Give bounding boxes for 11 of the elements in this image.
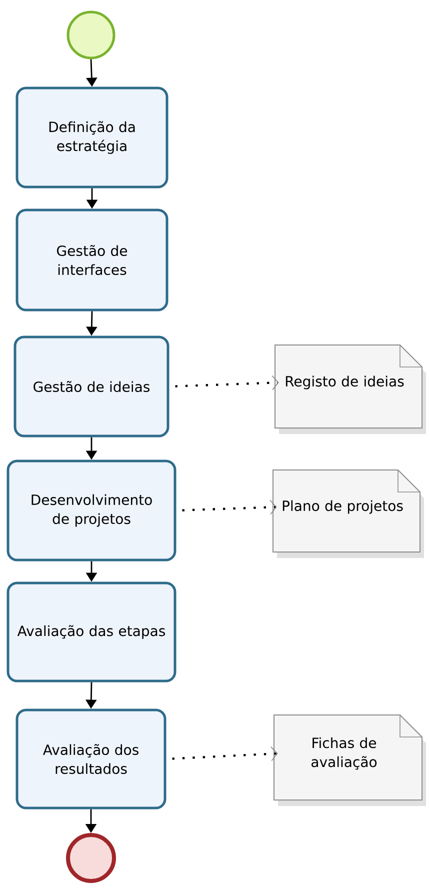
association-line — [172, 746, 278, 762]
end-event-circle — [66, 833, 116, 883]
task-box: Avaliação das etapas — [6, 582, 176, 682]
task-box: Gestão de interfaces — [16, 208, 168, 312]
task-box: Definição da estratégia — [16, 86, 168, 188]
start-event-circle — [66, 10, 116, 60]
task-box: Avaliação dos resultados — [16, 708, 166, 810]
association-line — [175, 375, 279, 390]
association-line — [182, 500, 277, 515]
task-box: Desenvolvimento de projetos — [6, 460, 176, 562]
task-box: Gestão de ideias — [14, 336, 170, 438]
